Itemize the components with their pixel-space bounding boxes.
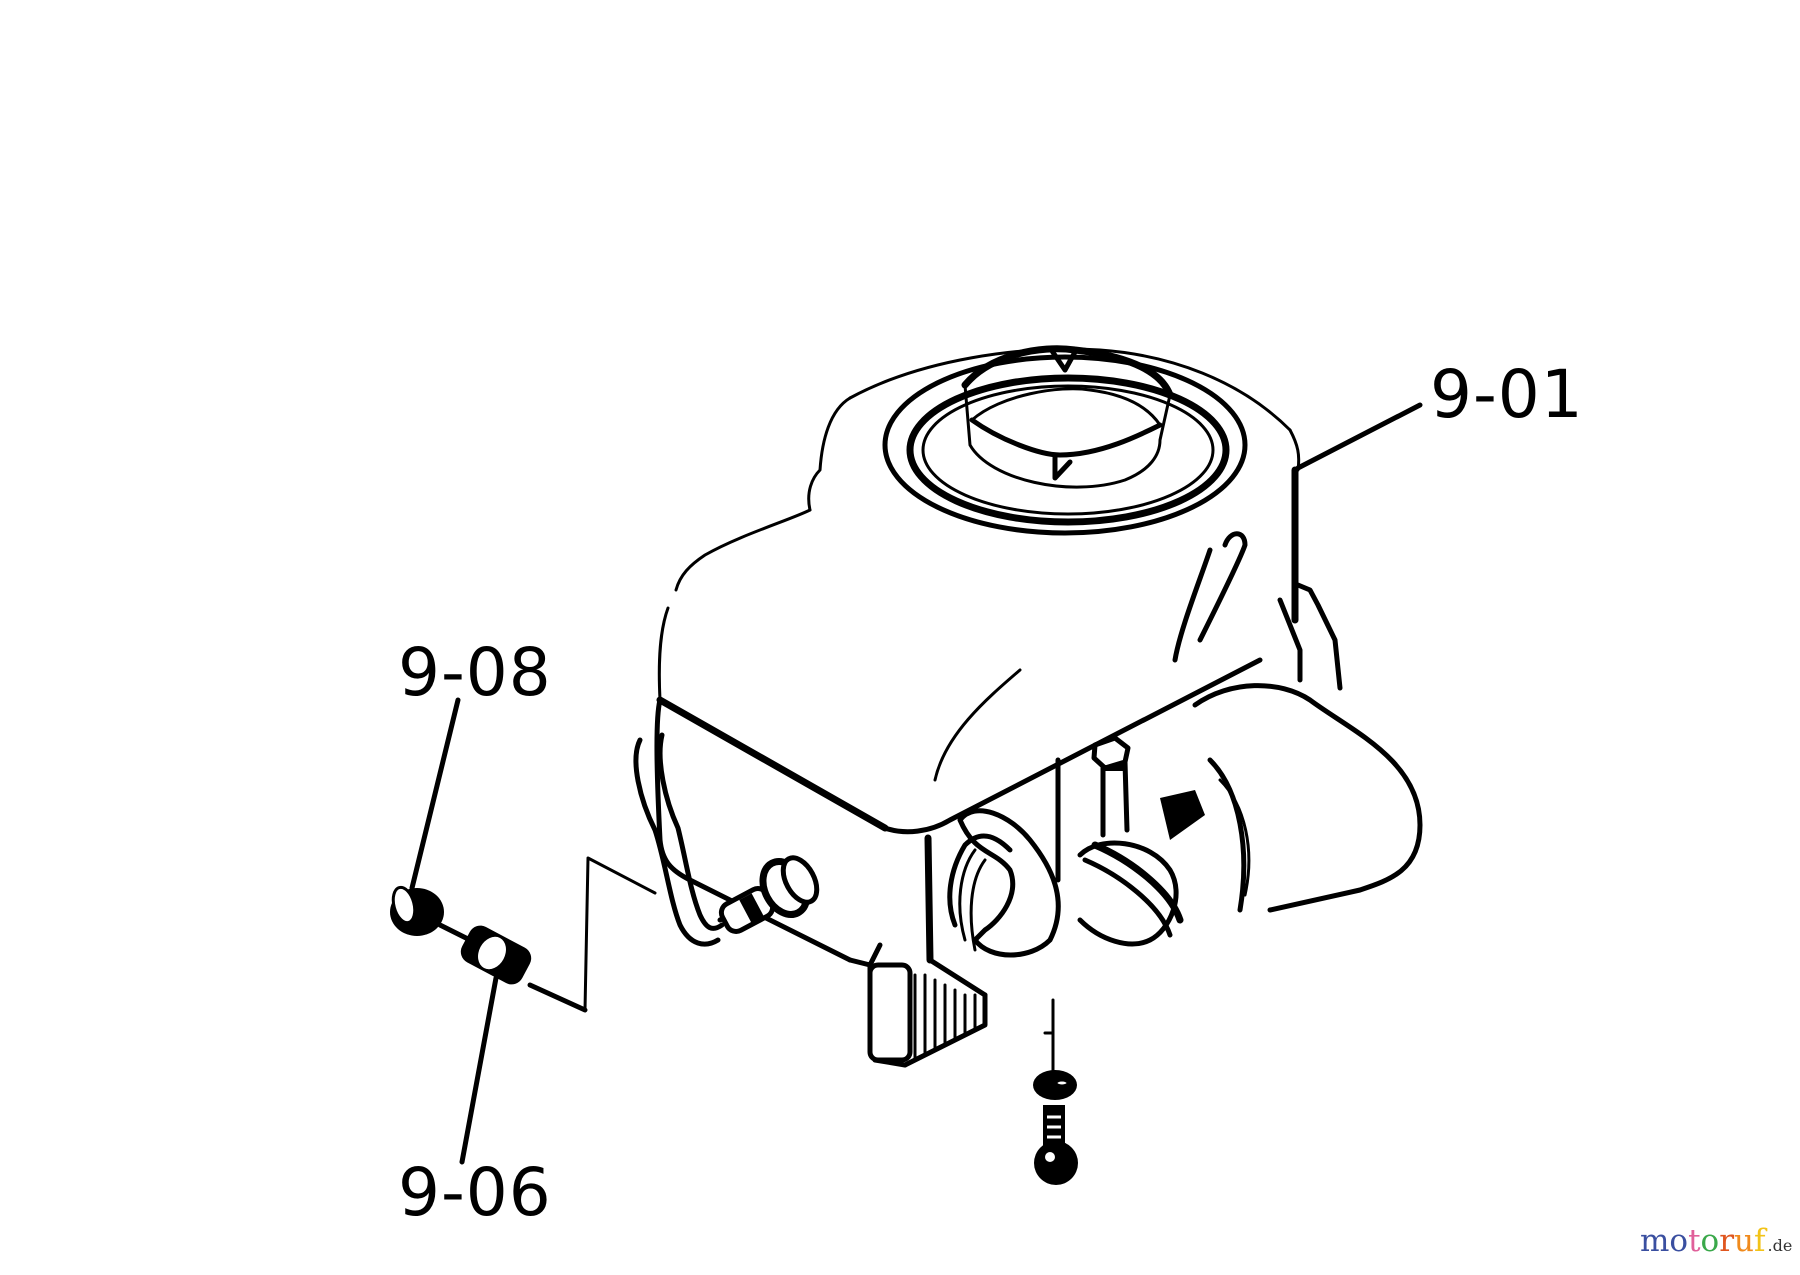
callout-9-08[interactable]: 9-08 [398,634,552,711]
motoruf-watermark: motoruf.de [1640,1226,1792,1257]
watermark-letter: o [1669,1223,1689,1259]
cap-part [390,885,444,936]
watermark-tld: .de [1767,1236,1793,1255]
engine-shroud [656,347,1301,835]
watermark-letter: f [1754,1223,1766,1259]
watermark-letter: m [1640,1223,1670,1259]
connector-part [437,922,588,1013]
callout-9-06[interactable]: 9-06 [398,1154,552,1231]
watermark-letter: u [1734,1223,1755,1259]
leader-line-9-08 [409,697,461,891]
crankcase [654,697,988,1068]
carburetor-assembly [947,531,1423,958]
fuel-tube [633,732,820,947]
leader-line-9-06 [459,975,499,1165]
air-cleaner [882,345,1248,536]
watermark-letter: r [1719,1223,1735,1259]
screw-and-washer [1033,998,1078,1185]
watermark-letter: o [1700,1223,1720,1259]
callout-9-01[interactable]: 9-01 [1430,356,1584,433]
assembly-path [583,856,657,1012]
leader-line-9-01 [1295,402,1423,471]
watermark-letter: t [1688,1223,1701,1259]
